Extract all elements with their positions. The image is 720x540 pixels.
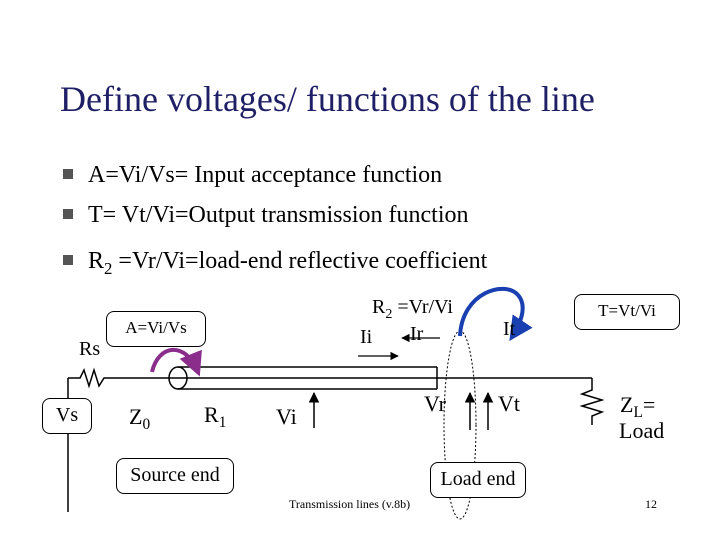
square-bullet-icon: [62, 168, 76, 182]
page-number: 12: [645, 497, 657, 511]
input-acceptance-box: A=Vi/Vs: [106, 311, 206, 347]
r1-label: R1: [204, 402, 227, 432]
rs-label: Rs: [79, 338, 101, 360]
footer-caption: Transmission lines (v.8b): [289, 497, 411, 511]
vr-label: Vr: [424, 391, 446, 416]
vt-label: Vt: [498, 391, 520, 416]
bullet-text: R2 =Vr/Vi=load-end reflective coefficien…: [88, 248, 488, 278]
it-label: It: [503, 318, 516, 340]
source-resistor-rs: [68, 367, 118, 389]
slide-title: Define voltages/ functions of the line: [60, 79, 595, 119]
square-bullet-icon: [62, 208, 76, 222]
bullet-text: A=Vi/Vs= Input acceptance function: [88, 162, 443, 188]
reflection-arrow: [458, 286, 533, 341]
r2-label: R2 =Vr/Vi: [372, 296, 453, 322]
input-acceptance-label: A=Vi/Vs: [125, 318, 187, 337]
vi-label: Vi: [276, 404, 297, 429]
ii-label: Ii: [360, 326, 373, 348]
load-end-label: Load end: [440, 468, 516, 490]
vs-label: Vs: [55, 404, 79, 426]
ir-label: Ir: [410, 323, 424, 345]
z0-label: Z0: [129, 404, 151, 434]
bullet-text: T= Vt/Vi=Output transmission function: [88, 202, 469, 228]
source-end-label: Source end: [130, 464, 220, 486]
load-resistor-zl: [579, 378, 605, 425]
voltage-source-vs-box: Vs: [42, 398, 92, 434]
zl-label: ZL=: [620, 392, 656, 422]
source-end-box: Source end: [116, 458, 234, 494]
output-transmission-box: T=Vt/Vi: [574, 294, 680, 330]
load-end-box: Load end: [430, 462, 526, 498]
output-transmission-label: T=Vt/Vi: [598, 301, 656, 320]
input-acceptance-arrow: [150, 347, 202, 377]
square-bullet-icon: [62, 254, 76, 268]
load-label: Load: [619, 418, 665, 443]
